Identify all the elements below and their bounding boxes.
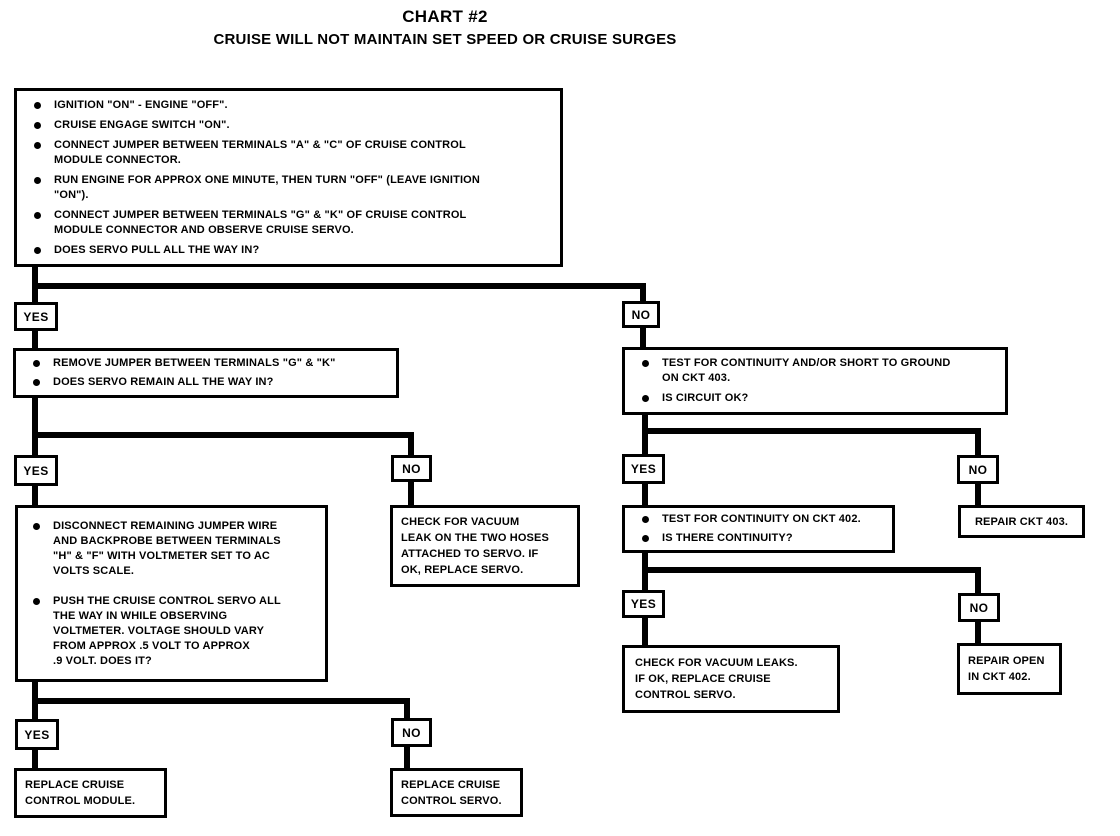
- bullet-icon: [34, 246, 41, 254]
- chart-title: CHART #2: [402, 7, 488, 26]
- no-badge-1: NO: [622, 301, 660, 328]
- flow-connector: [642, 483, 648, 505]
- action-text: CHECK FOR VACUUM LEAK ON THE TWO HOSES A…: [401, 516, 549, 576]
- vacuum-leak-hoses-box: CHECK FOR VACUUM LEAK ON THE TWO HOSES A…: [390, 505, 580, 587]
- bullet-icon: [33, 597, 40, 605]
- bullet-icon: [34, 176, 41, 184]
- flow-connector: [32, 698, 410, 704]
- bullet-icon: [33, 379, 40, 386]
- list-item: DISCONNECT REMAINING JUMPER WIRE AND BAC…: [26, 519, 317, 579]
- step-text: IS THERE CONTINUITY?: [662, 532, 793, 544]
- flow-connector: [640, 283, 646, 304]
- bullet-icon: [642, 360, 649, 367]
- list-item: TEST FOR CONTINUITY ON CKT 402.: [635, 512, 882, 527]
- remove-jumper-box: REMOVE JUMPER BETWEEN TERMINALS "G" & "K…: [13, 348, 399, 398]
- list-item: TEST FOR CONTINUITY AND/OR SHORT TO GROU…: [635, 356, 995, 386]
- step-text: DOES SERVO PULL ALL THE WAY IN?: [54, 243, 260, 256]
- action-text: REPAIR CKT 403.: [974, 515, 1069, 528]
- step-text: TEST FOR CONTINUITY ON CKT 402.: [662, 513, 861, 525]
- list-item: DOES SERVO PULL ALL THE WAY IN?: [27, 243, 550, 258]
- title-block: CHART #2 CRUISE WILL NOT MAINTAIN SET SP…: [0, 7, 890, 48]
- flow-connector: [975, 484, 981, 505]
- start-steps-box: IGNITION "ON" - ENGINE "OFF". CRUISE ENG…: [14, 88, 563, 267]
- yes-badge-4: YES: [622, 590, 665, 618]
- step-text: IS CIRCUIT OK?: [662, 392, 749, 404]
- check-vacuum-leaks-box: CHECK FOR VACUUM LEAKS. IF OK, REPLACE C…: [622, 645, 840, 713]
- test-ckt403-box: TEST FOR CONTINUITY AND/OR SHORT TO GROU…: [622, 347, 1008, 415]
- bullet-icon: [642, 516, 649, 523]
- flow-connector: [642, 414, 648, 454]
- no-badge-4: NO: [958, 593, 1000, 622]
- yes-badge-3: YES: [622, 454, 665, 484]
- bullet-icon: [34, 211, 41, 219]
- yes-badge-5: YES: [15, 719, 59, 750]
- flow-connector: [32, 485, 38, 505]
- step-text: CONNECT JUMPER BETWEEN TERMINALS "G" & "…: [54, 208, 467, 236]
- bullet-icon: [33, 522, 40, 530]
- list-item: CRUISE ENGAGE SWITCH "ON".: [27, 118, 550, 133]
- bullet-icon: [34, 101, 41, 109]
- flow-connector: [32, 432, 414, 438]
- bullet-icon: [33, 360, 40, 367]
- replace-module-box: REPLACE CRUISE CONTROL MODULE.: [14, 768, 167, 818]
- bullet-icon: [642, 395, 649, 402]
- flow-connector: [32, 398, 38, 455]
- list-item: PUSH THE CRUISE CONTROL SERVO ALL THE WA…: [26, 594, 317, 669]
- bullet-icon: [34, 121, 41, 129]
- bullet-icon: [642, 535, 649, 542]
- flow-connector: [32, 749, 38, 768]
- step-text: CONNECT JUMPER BETWEEN TERMINALS "A" & "…: [54, 138, 466, 166]
- chart-subtitle: CRUISE WILL NOT MAINTAIN SET SPEED OR CR…: [213, 31, 677, 48]
- flow-connector: [32, 330, 38, 348]
- flow-connector: [408, 432, 414, 455]
- action-text: REPAIR OPEN IN CKT 402.: [968, 655, 1045, 683]
- flow-connector: [404, 746, 410, 768]
- step-text: TEST FOR CONTINUITY AND/OR SHORT TO GROU…: [662, 357, 951, 384]
- list-item: IS THERE CONTINUITY?: [635, 531, 882, 546]
- step-text: RUN ENGINE FOR APPROX ONE MINUTE, THEN T…: [54, 173, 480, 201]
- yes-badge-2: YES: [14, 455, 58, 486]
- step-text: CRUISE ENGAGE SWITCH "ON".: [54, 118, 230, 131]
- step-text: DISCONNECT REMAINING JUMPER WIRE AND BAC…: [53, 519, 281, 577]
- no-badge-5: NO: [391, 718, 432, 747]
- flow-connector: [975, 428, 981, 456]
- list-item: REMOVE JUMPER BETWEEN TERMINALS "G" & "K…: [26, 356, 386, 371]
- step-text: PUSH THE CRUISE CONTROL SERVO ALL THE WA…: [53, 594, 281, 667]
- step-text: DOES SERVO REMAIN ALL THE WAY IN?: [53, 376, 274, 388]
- list-item: RUN ENGINE FOR APPROX ONE MINUTE, THEN T…: [27, 173, 550, 203]
- bullet-icon: [34, 141, 41, 149]
- replace-servo-box: REPLACE CRUISE CONTROL SERVO.: [390, 768, 523, 817]
- list-item: CONNECT JUMPER BETWEEN TERMINALS "A" & "…: [27, 138, 550, 168]
- flow-connector: [640, 328, 646, 347]
- flow-connector: [642, 428, 981, 434]
- flow-connector: [642, 567, 981, 573]
- no-badge-2: NO: [391, 455, 432, 482]
- flow-connector: [642, 617, 648, 645]
- step-text: IGNITION "ON" - ENGINE "OFF".: [54, 98, 228, 111]
- flow-connector: [975, 567, 981, 593]
- flow-connector: [975, 621, 981, 643]
- action-text: REPLACE CRUISE CONTROL MODULE.: [25, 779, 136, 807]
- backprobe-voltmeter-box: DISCONNECT REMAINING JUMPER WIRE AND BAC…: [15, 505, 328, 682]
- flow-connector: [32, 283, 646, 289]
- list-item: CONNECT JUMPER BETWEEN TERMINALS "G" & "…: [27, 208, 550, 238]
- action-text: REPLACE CRUISE CONTROL SERVO.: [401, 778, 502, 807]
- test-ckt402-box: TEST FOR CONTINUITY ON CKT 402. IS THERE…: [622, 505, 895, 553]
- flow-connector: [408, 481, 414, 505]
- repair-open-ckt402-box: REPAIR OPEN IN CKT 402.: [957, 643, 1062, 695]
- list-item: IGNITION "ON" - ENGINE "OFF".: [27, 98, 550, 113]
- yes-badge-1: YES: [14, 302, 58, 331]
- no-badge-3: NO: [957, 455, 999, 484]
- step-text: REMOVE JUMPER BETWEEN TERMINALS "G" & "K…: [53, 357, 336, 369]
- action-text: CHECK FOR VACUUM LEAKS. IF OK, REPLACE C…: [635, 657, 798, 701]
- list-item: DOES SERVO REMAIN ALL THE WAY IN?: [26, 375, 386, 390]
- list-item: IS CIRCUIT OK?: [635, 391, 995, 406]
- repair-ckt403-box: REPAIR CKT 403.: [958, 505, 1085, 538]
- flow-connector: [404, 698, 410, 718]
